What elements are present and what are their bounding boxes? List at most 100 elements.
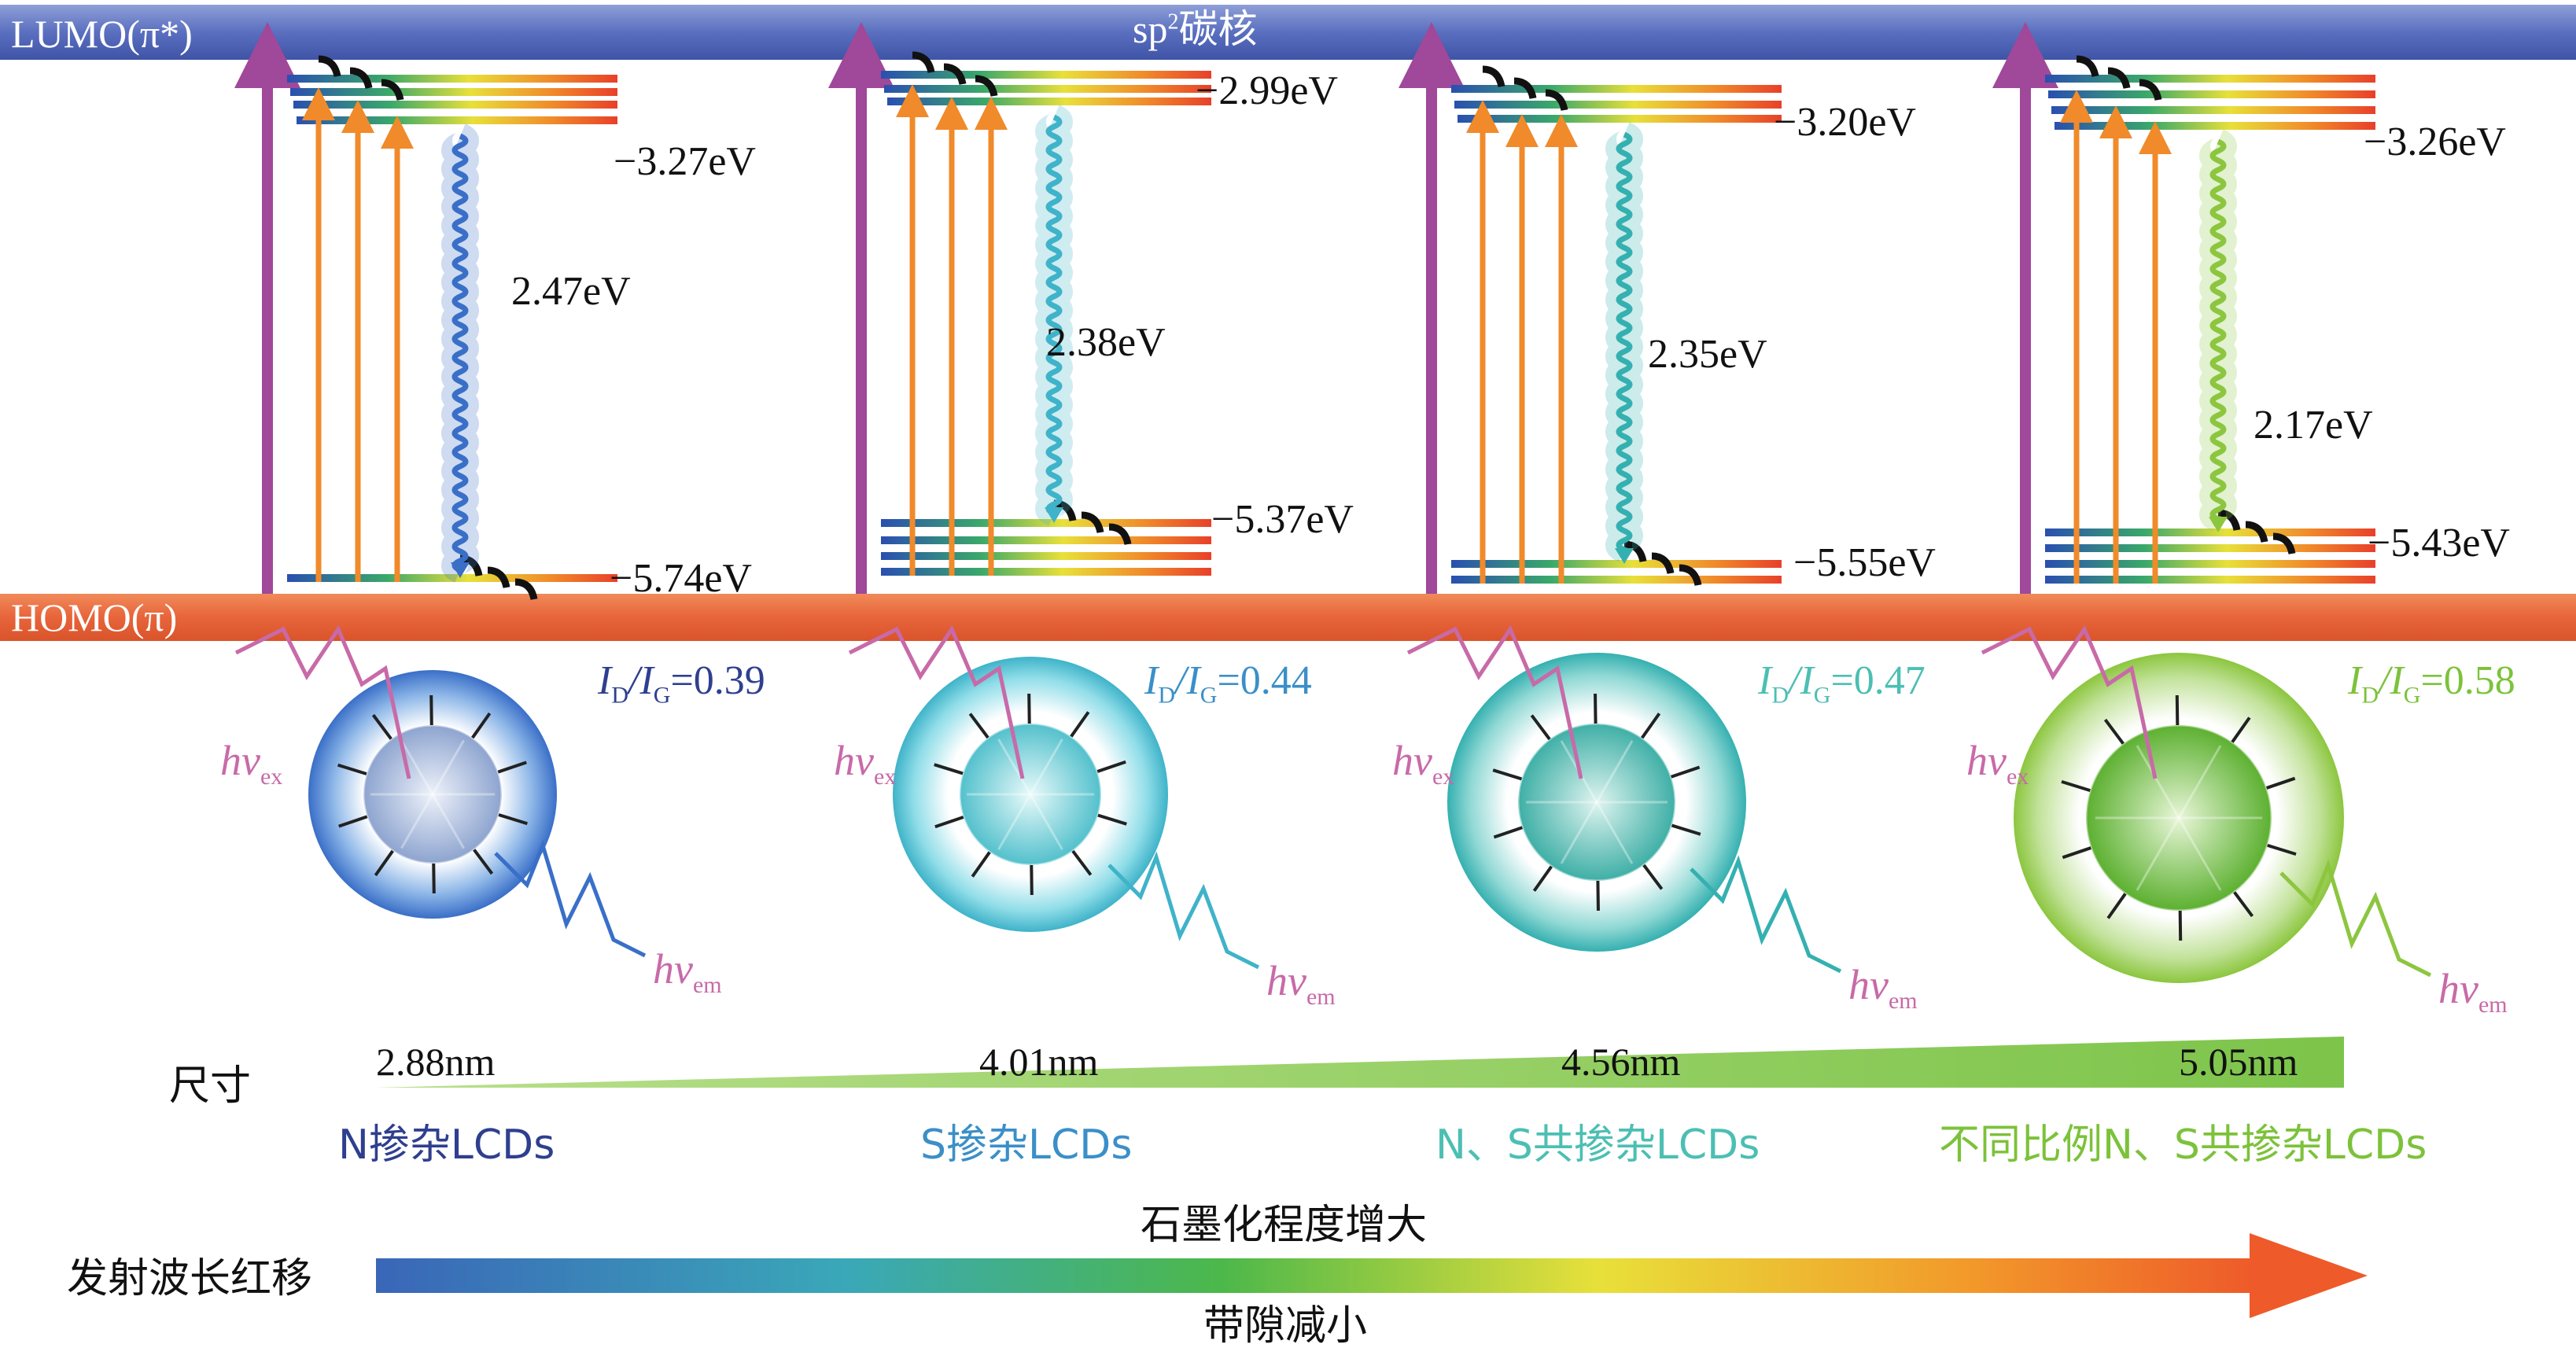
hv-em-label: hvem xyxy=(2438,965,2508,1018)
carbon-dot-core xyxy=(958,722,1103,867)
lumo-energy-label: −2.99eV xyxy=(1196,68,1338,113)
graphitization-label: 石墨化程度增大 xyxy=(1141,1202,1428,1249)
lattice-line xyxy=(431,794,465,849)
lattice-line xyxy=(1029,738,1063,795)
panel-3 xyxy=(1399,22,1842,974)
functional-group xyxy=(2178,910,2183,941)
relaxation-arrow xyxy=(1651,552,1675,575)
functional-group xyxy=(1594,693,1598,724)
functional-group xyxy=(968,713,989,739)
lumo-level-line xyxy=(2051,106,2375,114)
homo-level-line xyxy=(881,519,1211,527)
lumo-level-line xyxy=(887,98,1211,105)
relaxation-arrow xyxy=(514,578,538,601)
homo-level-line xyxy=(287,574,617,582)
homo-energy-label: −5.74eV xyxy=(610,556,752,601)
homo-level-line xyxy=(881,552,1211,560)
lumo-level-line xyxy=(2055,122,2375,130)
functional-group xyxy=(429,694,433,726)
hv-ex-label: hvex xyxy=(834,737,897,790)
lattice-line xyxy=(2136,745,2180,819)
emission-arrow xyxy=(1045,114,1063,517)
emission-arrow xyxy=(1616,131,1633,553)
lumo-level-line xyxy=(1458,115,1782,123)
size-value-label: 5.05nm xyxy=(2179,1040,2298,1084)
hv-ex-label: hvex xyxy=(1966,737,2029,790)
relaxation-arrow xyxy=(1081,511,1104,534)
excitation-photon xyxy=(848,624,1025,779)
functional-group xyxy=(1492,768,1523,781)
lumo-label: LUMO(π*) xyxy=(11,12,193,56)
homo-level-line xyxy=(2045,560,2375,568)
carbon-dot-core xyxy=(1516,722,1677,882)
relaxation-arrow xyxy=(2107,67,2131,90)
lumo-level-line xyxy=(884,85,1211,93)
emission-photon xyxy=(2279,859,2432,978)
lcd-name-label: S掺杂LCDs xyxy=(920,1121,1133,1169)
homo-level-line xyxy=(2045,576,2375,584)
band-gap-label: 2.35eV xyxy=(1648,332,1767,377)
core-label: sp2碳核 xyxy=(1133,7,1258,51)
carbon-dot-core xyxy=(2084,724,2273,912)
hv-ex-label: hvex xyxy=(1392,737,1455,790)
functional-group xyxy=(2266,776,2296,790)
lumo-level-line xyxy=(287,75,617,83)
relaxation-arrow xyxy=(349,67,373,90)
lumo-level-line xyxy=(1454,101,1782,109)
emission-arrowhead xyxy=(451,562,470,578)
relaxation-arrow xyxy=(318,55,341,78)
homo-band xyxy=(0,594,2576,641)
emission-photon xyxy=(1107,851,1260,970)
functional-group xyxy=(338,815,368,828)
lcd-name-label: N、S共掺杂LCDs xyxy=(1435,1121,1760,1169)
lattice-line xyxy=(1029,794,1063,850)
functional-group xyxy=(2175,694,2180,726)
lattice-line xyxy=(1595,801,1634,864)
functional-group xyxy=(2061,779,2091,793)
lumo-band xyxy=(0,5,2576,60)
functional-group xyxy=(1096,760,1126,773)
excitation-photon xyxy=(1406,624,1583,779)
lattice-line xyxy=(997,794,1032,850)
functional-group xyxy=(1030,864,1034,896)
size-value-label: 4.01nm xyxy=(979,1040,1099,1084)
relaxation-arrow xyxy=(381,79,404,101)
emission-photon xyxy=(1690,855,1842,974)
lattice-line xyxy=(2177,745,2222,819)
emission-arrowhead xyxy=(1615,548,1634,564)
lumo-level-line xyxy=(297,116,617,124)
id-ig-ratio-label: ID/IG=0.47 xyxy=(1758,658,1926,709)
relaxation-arrow xyxy=(2272,532,2296,555)
excitation-photon xyxy=(1981,624,2158,779)
functional-group xyxy=(2267,843,2297,856)
functional-group xyxy=(1671,765,1701,779)
panels-layer xyxy=(234,22,2432,983)
functional-group xyxy=(1071,849,1093,876)
hv-em-label: hvem xyxy=(653,945,722,998)
functional-group xyxy=(432,863,436,894)
size-label: 尺寸 xyxy=(169,1063,252,1110)
homo-energy-label: −5.55eV xyxy=(1793,540,1936,585)
lumo-energy-label: −3.26eV xyxy=(2364,120,2506,164)
functional-group xyxy=(1640,713,1661,739)
lumo-energy-label: −3.27eV xyxy=(614,139,756,184)
functional-group xyxy=(371,713,392,740)
relaxation-arrow xyxy=(1482,65,1505,88)
lattice-line xyxy=(400,739,434,795)
hv-ex-label: hvex xyxy=(220,737,283,790)
redshift-label: 发射波长红移 xyxy=(67,1255,313,1302)
lumo-level-line xyxy=(1451,85,1782,93)
panel-1 xyxy=(234,22,647,958)
functional-group xyxy=(934,763,964,775)
functional-group xyxy=(934,816,964,829)
relaxation-arrow xyxy=(1108,523,1132,546)
relaxation-arrow xyxy=(1679,564,1702,587)
functional-group xyxy=(1642,864,1664,890)
redshift-arrow xyxy=(376,1233,2368,1318)
lumo-level-line xyxy=(290,88,617,96)
size-value-label: 2.88nm xyxy=(376,1040,496,1084)
hv-em-label: hvem xyxy=(1266,957,1336,1010)
relaxation-arrow xyxy=(2139,79,2162,101)
functional-group xyxy=(473,849,494,875)
